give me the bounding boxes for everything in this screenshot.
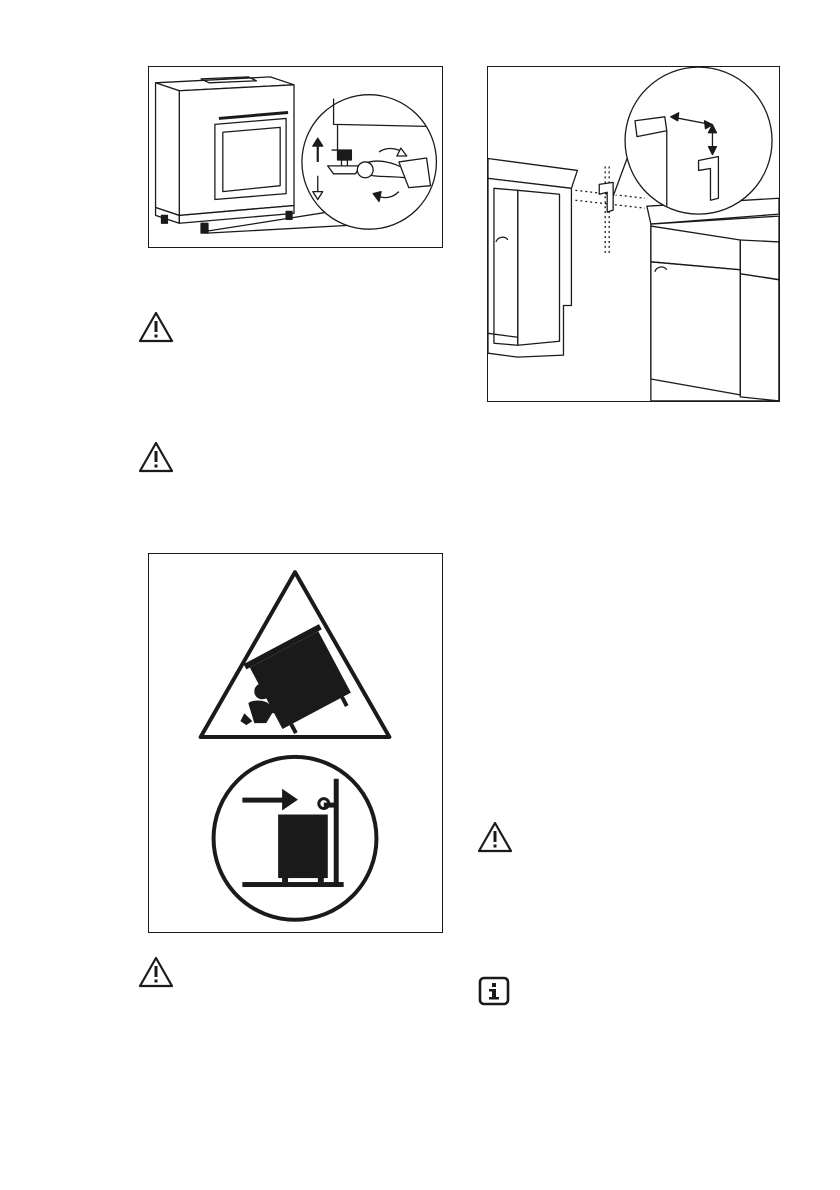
warning-triangle-icon xyxy=(476,820,514,854)
figure-adjust-feet xyxy=(148,66,443,248)
stove-leveling-feet-illustration xyxy=(149,67,442,247)
child-tip-over-warning-pictogram xyxy=(149,554,442,932)
info-icon xyxy=(478,976,510,1006)
warning-icon-3 xyxy=(137,955,175,989)
warning-triangle-icon xyxy=(137,310,175,344)
figure-tip-over-warning xyxy=(148,553,443,933)
warning-icon-4 xyxy=(476,820,514,854)
warning-icon-2 xyxy=(137,440,175,474)
anti-tilt-bracket-mounting-illustration xyxy=(488,67,779,401)
warning-triangle-icon xyxy=(137,955,175,989)
warning-icon-1 xyxy=(137,310,175,344)
warning-triangle-icon xyxy=(137,440,175,474)
figure-anti-tilt-bracket xyxy=(487,66,780,402)
info-icon-box xyxy=(478,976,510,1006)
